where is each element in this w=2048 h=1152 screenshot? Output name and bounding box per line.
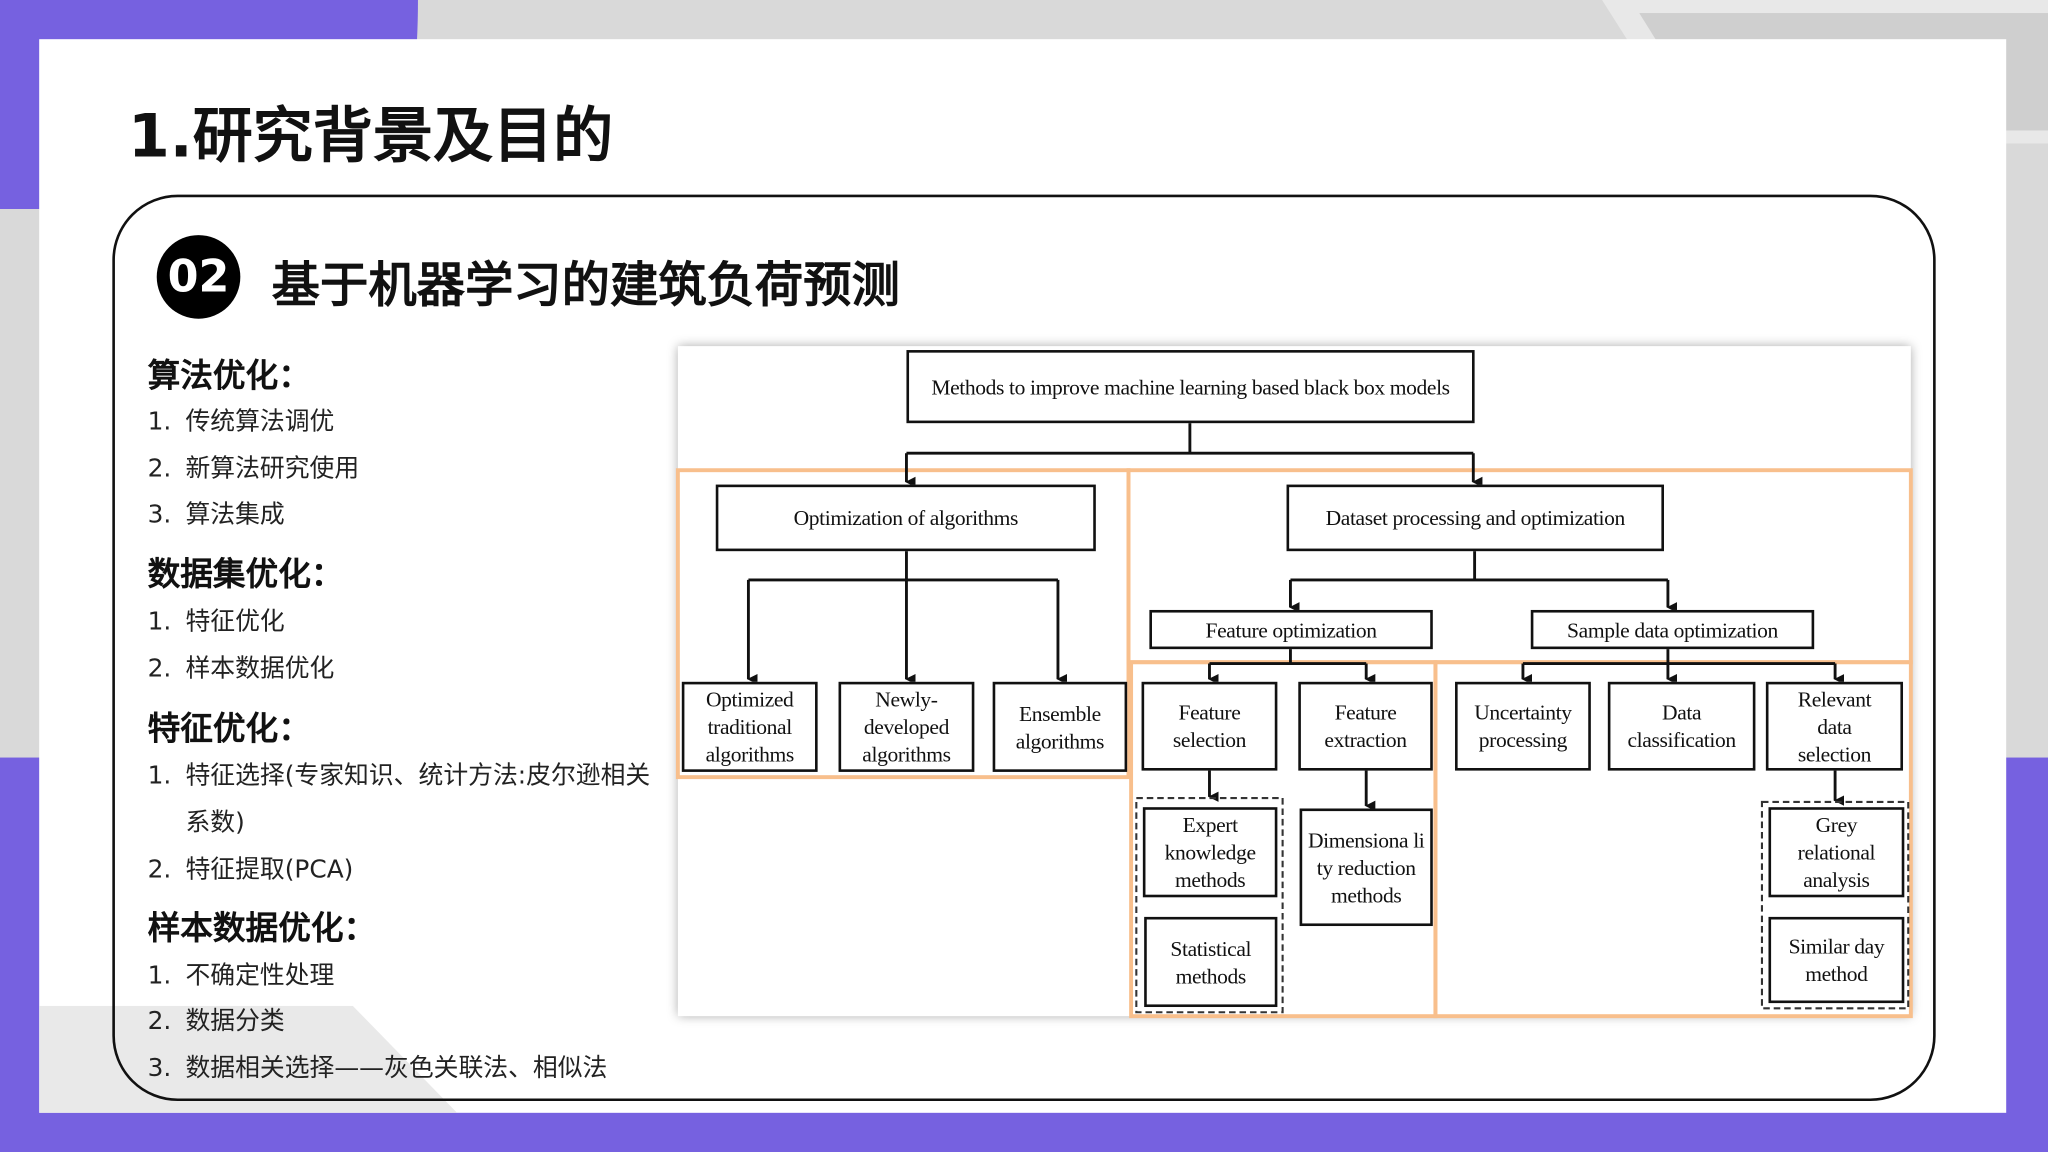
outline-item: 3. 数据相关选择——灰色关联法、相似法 [147, 1045, 608, 1092]
item-text: 传统算法调优 [185, 407, 335, 437]
item-number: 1. [147, 761, 172, 791]
node-feature-selection: Feature selection [1141, 681, 1278, 771]
outline-heading: 特征优化： [147, 709, 311, 748]
item-text: 特征选择(专家知识、统计方法:皮尔逊相关系数) [185, 761, 651, 838]
outline-item: 2. 数据分类 [147, 998, 285, 1045]
item-text: 数据相关选择——灰色关联法、相似法 [185, 1054, 608, 1083]
content-card [112, 194, 1936, 1102]
section-number-badge: 02 [156, 235, 241, 319]
item-number: 2. [147, 654, 172, 684]
node-relevant-data-selection: Relevant data selection [1765, 681, 1904, 771]
outline-item: 1. 特征选择(专家知识、统计方法:皮尔逊相关系数) [147, 752, 651, 837]
node-data-classification: Data classification [1607, 681, 1756, 771]
node-uncertainty-processing: Uncertainty processing [1455, 681, 1591, 771]
outline-item: 1. 不确定性处理 [147, 952, 335, 999]
outline-heading: 数据集优化： [147, 555, 344, 593]
outline-item: 1. 特征优化 [147, 598, 285, 645]
item-text: 样本数据优化 [185, 654, 335, 684]
item-number: 2. [147, 855, 172, 885]
section-heading: 基于机器学习的建筑负荷预测 [271, 257, 900, 314]
item-number: 1. [147, 407, 172, 437]
item-text: 特征提取(PCA) [185, 855, 354, 885]
node-root: Methods to improve machine learning base… [906, 350, 1475, 424]
item-text: 新算法研究使用 [185, 454, 360, 484]
outline-heading: 算法优化： [147, 356, 311, 395]
node-similar-day: Similar day method [1768, 916, 1905, 1004]
outline-item: 2. 样本数据优化 [147, 645, 335, 692]
node-expert-knowledge: Expert knowledge methods [1142, 807, 1278, 898]
item-number: 3. [147, 1054, 172, 1083]
node-feature-extraction: Feature extraction [1298, 681, 1433, 771]
item-text: 算法集成 [185, 500, 285, 529]
node-sample-data-optimization: Sample data optimization [1530, 609, 1815, 650]
item-number: 2. [147, 454, 172, 484]
item-number: 2. [147, 1007, 172, 1036]
node-optimized-traditional: Optimized traditional algorithms [681, 681, 818, 772]
node-dataset-processing: Dataset processing and optimization [1286, 484, 1664, 552]
item-number: 1. [147, 607, 172, 637]
outline-item: 1. 传统算法调优 [147, 398, 335, 445]
item-number: 1. [147, 961, 172, 991]
node-dimensionality-reduction: Dimensiona lity reduction methods [1299, 808, 1433, 927]
slide-title: 1.研究背景及目的 [127, 100, 614, 172]
node-optimization-of-algorithms: Optimization of algorithms [715, 484, 1096, 552]
item-text: 特征优化 [185, 607, 285, 637]
outline-heading: 样本数据优化： [147, 909, 377, 947]
outline-item: 2. 新算法研究使用 [147, 445, 360, 492]
item-text: 不确定性处理 [185, 961, 335, 991]
item-number: 3. [147, 500, 172, 529]
node-newly-developed: Newly-developed algorithms [838, 681, 975, 772]
node-ensemble: Ensemble algorithms [992, 681, 1128, 772]
node-statistical-methods: Statistical methods [1144, 916, 1278, 1008]
item-text: 数据分类 [185, 1007, 285, 1036]
node-feature-optimization: Feature optimization [1149, 609, 1433, 650]
outline-item: 2. 特征提取(PCA) [147, 846, 354, 893]
node-grey-relational: Grey relational analysis [1768, 807, 1905, 898]
outline-item: 3. 算法集成 [147, 491, 285, 538]
